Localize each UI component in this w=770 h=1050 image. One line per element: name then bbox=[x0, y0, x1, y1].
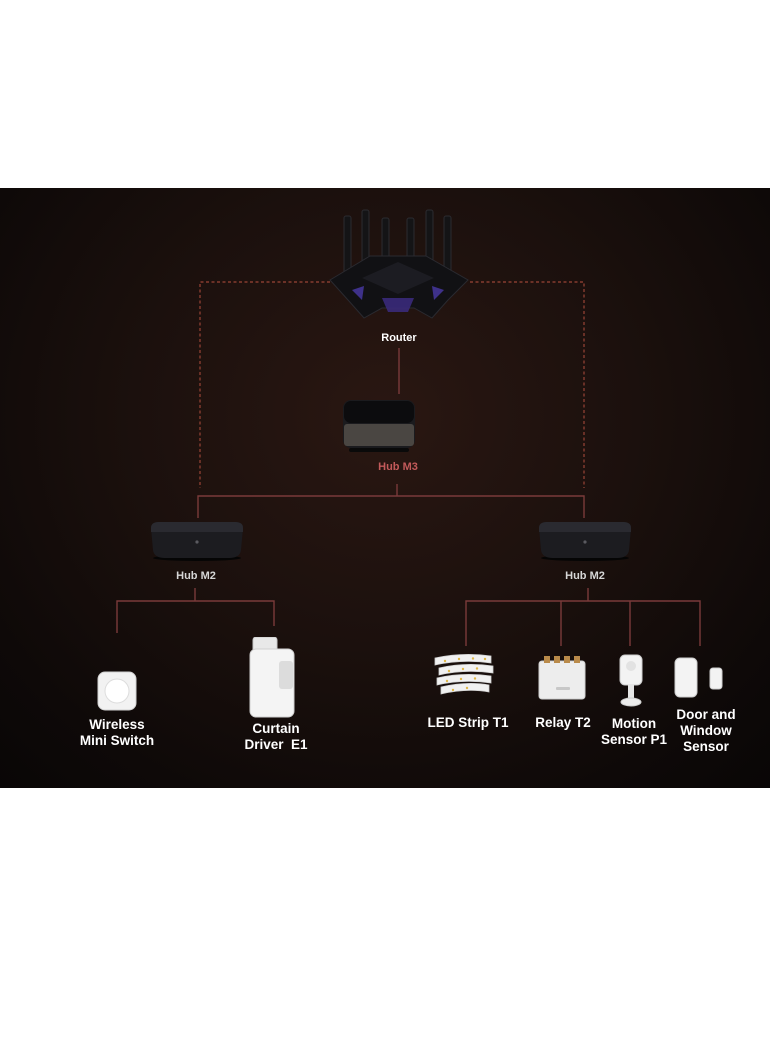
led-strip-t1-label: LED Strip T1 bbox=[427, 715, 509, 730]
door-window-sensor-label-line1: Door and bbox=[676, 707, 736, 722]
hub-m2-right-icon bbox=[535, 520, 635, 562]
router-icon bbox=[322, 208, 474, 326]
link-hubm3-hubs bbox=[197, 495, 585, 518]
curtain-driver-e1-label: Curtain Driver E1 bbox=[216, 721, 336, 753]
curtain-driver-e1-label-line1: Curtain bbox=[252, 721, 300, 736]
hub-m3-icon bbox=[341, 398, 417, 454]
led-strip-t1-icon bbox=[431, 652, 495, 696]
relay-t2-label: Relay T2 bbox=[535, 715, 591, 730]
door-window-sensor-label: Door and Window Sensor bbox=[646, 707, 766, 755]
solid-links bbox=[116, 348, 701, 646]
relay-t2-icon bbox=[538, 655, 586, 701]
curtain-driver-e1-label-line2: Driver E1 bbox=[244, 736, 308, 752]
door-window-sensor-label-line2: Window bbox=[680, 722, 732, 738]
dashed-link-left bbox=[199, 281, 330, 488]
motion-sensor-p1-label-line2: Sensor P1 bbox=[600, 731, 668, 747]
motion-sensor-p1-label: Motion Sensor P1 bbox=[574, 716, 694, 748]
hub-m2-right-label: Hub M2 bbox=[565, 570, 605, 582]
door-window-sensor-label-line3: Sensor bbox=[683, 738, 729, 754]
motion-sensor-p1-icon bbox=[617, 654, 645, 708]
hub-m3-label: Hub M3 bbox=[378, 461, 418, 473]
link-left-branch bbox=[116, 600, 275, 633]
router-label: Router bbox=[381, 332, 417, 344]
door-window-sensor-icon bbox=[674, 657, 726, 699]
hub-m2-left-label: Hub M2 bbox=[176, 570, 216, 582]
wireless-mini-switch-label-line1: Wireless bbox=[89, 717, 145, 732]
motion-sensor-p1-label-line1: Motion bbox=[611, 716, 657, 731]
network-diagram-panel: Router Hub M3 Hub M2 Hub M2 bbox=[0, 188, 770, 788]
link-right-branch bbox=[465, 600, 701, 646]
wireless-mini-switch-label-line2: Mini Switch bbox=[79, 732, 155, 748]
hub-m2-left-icon bbox=[147, 520, 247, 562]
wireless-mini-switch-icon bbox=[97, 671, 137, 711]
dashed-link-right bbox=[470, 281, 585, 488]
connection-lines bbox=[116, 281, 701, 646]
wireless-mini-switch-label: Wireless Mini Switch bbox=[57, 717, 177, 749]
curtain-driver-e1-icon bbox=[249, 637, 299, 719]
